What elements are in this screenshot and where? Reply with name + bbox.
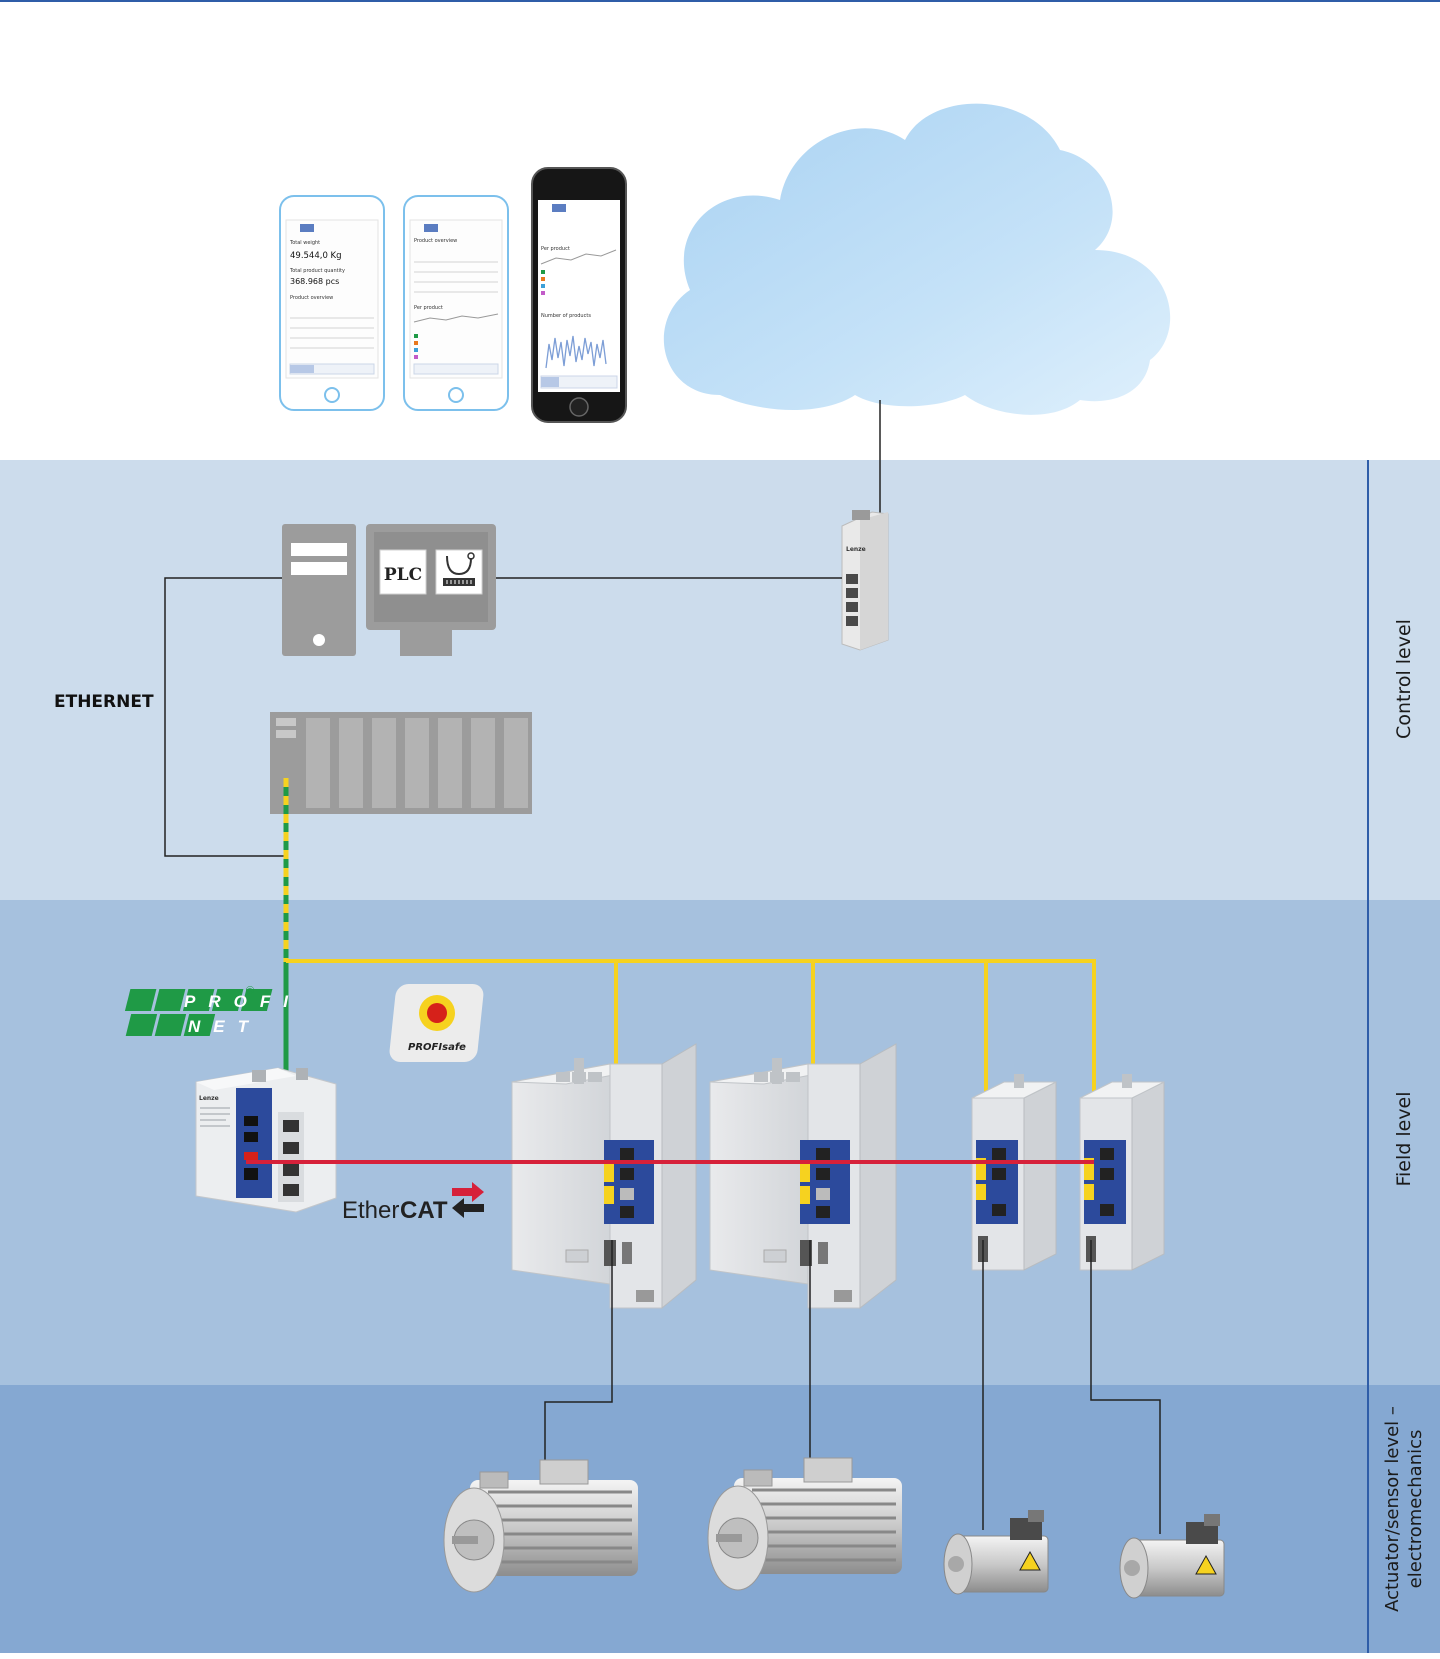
smartphone-1: Total weight 49.544,0 Kg Total product q…: [279, 195, 385, 411]
controller-device: Lenze: [195, 1067, 337, 1213]
phone2-product-overview-label: Product overview: [414, 238, 457, 244]
ethernet-cabling: [164, 577, 842, 857]
diagnostics-software-icon: [435, 549, 483, 595]
profinet-registered-mark: ®: [246, 985, 254, 997]
servo-motor-1: [943, 1510, 1049, 1595]
servo-motor-2: [1119, 1514, 1225, 1599]
phone-total-weight-label: Total weight: [289, 240, 320, 246]
ethercat-logo: Ether CAT: [342, 1182, 484, 1224]
actuator-level-label: Actuator/sensor level – electromechanics: [1381, 1359, 1427, 1659]
actuator-level-label-line2: electromechanics: [1405, 1429, 1426, 1589]
profinet-top-text: PROFI: [184, 992, 301, 1011]
actuator-level-label-line1: Actuator/sensor level –: [1382, 1406, 1403, 1612]
iot-gateway-device: Lenze: [841, 510, 889, 651]
monitor-icon: PLC: [366, 524, 496, 656]
controller-brand-label: Lenze: [199, 1095, 219, 1102]
phone3-per-product-label: Per product: [541, 246, 570, 252]
profinet-logo: PROFI NET ®: [124, 985, 301, 1036]
phone-total-quantity-value: 368.968 pcs: [290, 277, 339, 286]
servo-drive-1: [971, 1074, 1057, 1271]
profisafe-label: PROFIsafe: [408, 1042, 466, 1053]
gateway-brand-label: Lenze: [846, 546, 866, 553]
ethernet-label: ETHERNET: [54, 692, 154, 712]
pc-tower-icon: [282, 524, 356, 656]
asynchronous-motor-2: [707, 1457, 902, 1591]
profisafe-badge: PROFIsafe: [389, 984, 484, 1062]
ethercat-suffix: CAT: [400, 1197, 448, 1224]
asynchronous-motor-1: [443, 1459, 638, 1593]
field-level-label: Field level: [1393, 1091, 1415, 1187]
profinet-bottom-text: NET: [188, 1017, 261, 1036]
control-level-label: Control level: [1393, 619, 1415, 739]
smartphone-2: Product overview Per product: [403, 195, 509, 411]
servo-drive-2: [1079, 1074, 1165, 1271]
phone-total-weight-value: 49.544,0 Kg: [290, 251, 342, 261]
top-border: [0, 0, 1440, 2]
plc-software-icon: [379, 549, 427, 595]
control-level-zone: [0, 460, 1440, 900]
inverter-drive-1: [511, 1043, 697, 1310]
cloud-icon: [663, 103, 1171, 415]
inverter-drive-2: [709, 1043, 897, 1310]
plc-label: PLC: [384, 565, 422, 585]
ethercat-prefix: Ether: [342, 1197, 399, 1224]
smartphone-3: Per product Number of products: [531, 167, 627, 423]
phone2-per-product-label: Per product: [414, 305, 443, 311]
motor-cabling: [544, 1240, 1161, 1534]
phone-total-quantity-label: Total product quantity: [289, 268, 345, 274]
plc-rack-icon: [270, 712, 532, 814]
phone-product-overview-label: Product overview: [290, 295, 333, 301]
phone3-number-of-products-label: Number of products: [541, 313, 591, 319]
